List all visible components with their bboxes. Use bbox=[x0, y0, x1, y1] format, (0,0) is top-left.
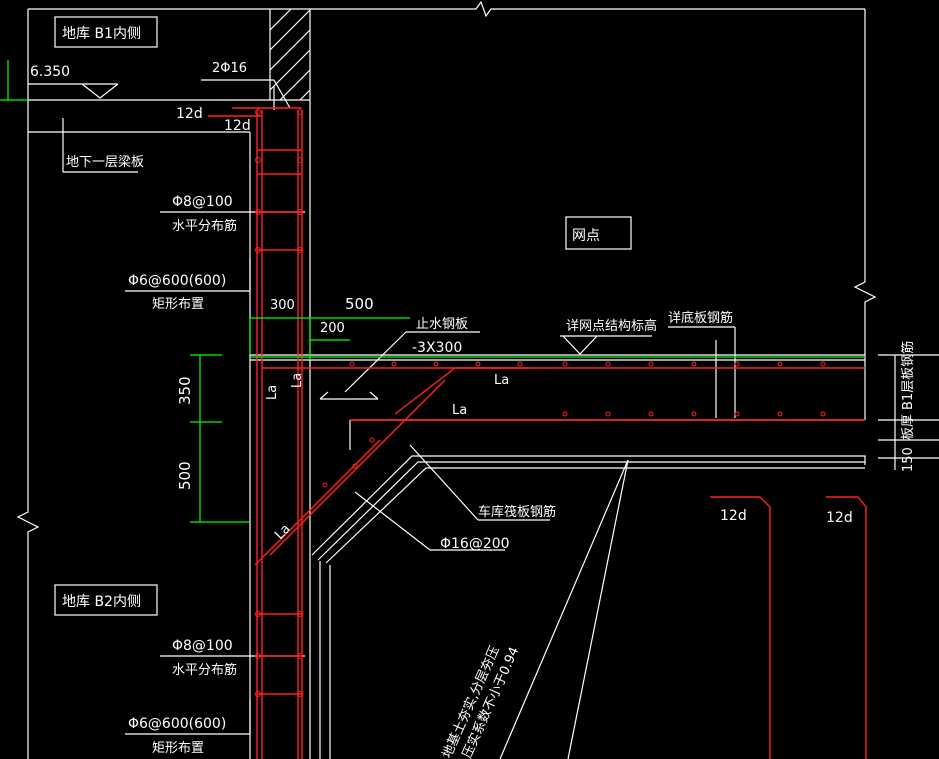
horiz-dist-lower-label: 水平分布筋 bbox=[172, 662, 237, 678]
la-4-label: La bbox=[452, 403, 467, 418]
outline-lines bbox=[16, 0, 939, 759]
drawing-labels: 地库 B1内侧 6.350 2Φ16 12d 12d 地下一层梁板 Φ8@100… bbox=[30, 26, 916, 759]
dim-500-side-label: 500 bbox=[176, 461, 194, 490]
wall-hatching bbox=[269, 8, 311, 101]
anchor-12d-b-label: 12d bbox=[224, 118, 251, 134]
slab-b1-label: 地下一层梁板 bbox=[66, 155, 144, 170]
b1-inner-label: 地库 B1内侧 bbox=[62, 26, 141, 42]
anchor-12d-d-label: 12d bbox=[826, 510, 853, 526]
bar-phi8-lower-label: Φ8@100 bbox=[172, 638, 233, 654]
garage-bottom-rebar-label: 车库筏板钢筋 bbox=[478, 504, 556, 520]
see-bottom-rebar-label: 详底板钢筋 bbox=[668, 310, 733, 326]
rect-layout-upper-label: 矩形布置 bbox=[152, 297, 204, 312]
rebar-dots bbox=[255, 109, 826, 697]
right-mid-text: 板厚 bbox=[901, 414, 916, 440]
rect-layout-lower-label: 矩形布置 bbox=[152, 741, 204, 756]
water-stop-plate-label: 止水钢板 bbox=[416, 317, 468, 332]
bar-phi6-upper-label: Φ6@600(600) bbox=[128, 273, 226, 289]
dim-350-label: 350 bbox=[176, 376, 194, 405]
la-2-label: La bbox=[290, 373, 305, 388]
bar-phi8-upper-label: Φ8@100 bbox=[172, 194, 233, 210]
bar-phi16-200-label: Φ16@200 bbox=[440, 536, 510, 552]
anchor-12d-c-label: 12d bbox=[720, 508, 747, 524]
la-5-label: La bbox=[272, 521, 293, 542]
water-stop-size-label: -3X300 bbox=[412, 340, 462, 356]
la-1-label: La bbox=[265, 385, 280, 400]
b2-inner-label: 地库 B2内侧 bbox=[62, 594, 141, 610]
anchor-12d-a-label: 12d bbox=[176, 106, 203, 122]
rebar-lines bbox=[208, 107, 867, 759]
horiz-dist-upper-label: 水平分布筋 bbox=[172, 218, 237, 234]
elevation-label: 6.350 bbox=[30, 64, 70, 80]
see-net-structure-label: 详网点结构标高 bbox=[566, 318, 657, 334]
bar-2phi16-label: 2Φ16 bbox=[212, 61, 247, 76]
dim-200-label: 200 bbox=[320, 321, 345, 336]
la-3-label: La bbox=[494, 373, 509, 388]
dim-500-top-label: 500 bbox=[345, 295, 374, 313]
b1-floor-rebar-label: B1层板钢筋 bbox=[900, 341, 916, 410]
bar-phi6-lower-label: Φ6@600(600) bbox=[128, 716, 226, 732]
net-point-label: 网点 bbox=[572, 228, 600, 244]
dimension-lines bbox=[0, 60, 865, 523]
dim-300-label: 300 bbox=[270, 298, 295, 313]
dim-150-label: 150 bbox=[901, 447, 916, 472]
